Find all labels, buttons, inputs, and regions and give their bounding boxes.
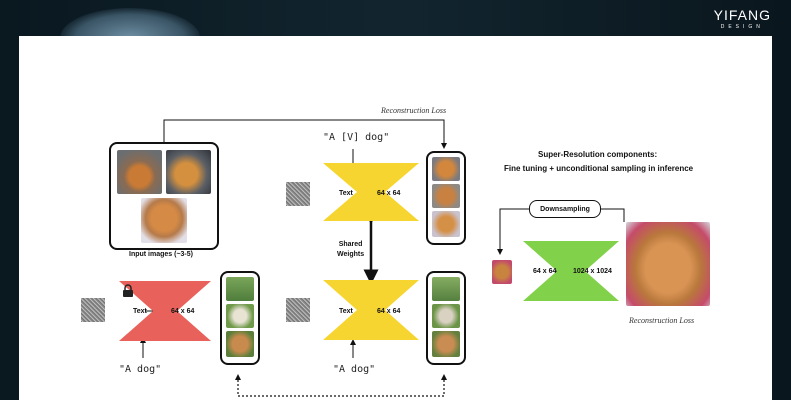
noise-top [286, 182, 310, 206]
input-images-frame [109, 142, 219, 250]
sr-model-out-res: 1024 x 1024 [573, 268, 612, 275]
output-bl-2 [226, 304, 254, 328]
input-image-3 [141, 198, 187, 243]
sr-subtitle: Fine tuning + unconditional sampling in … [504, 164, 694, 173]
dotted-connector [237, 376, 445, 397]
downsampling-box: Downsampling [529, 200, 601, 218]
slide: Input images (~3-5) Reconstruction Loss … [19, 36, 772, 400]
input-image-2 [166, 150, 211, 194]
prompt-a-dog-left: "A dog" [119, 364, 162, 375]
reconstruction-loss-line-top [163, 119, 447, 149]
frozen-model-text-label: Text [133, 308, 147, 315]
sr-model [523, 241, 619, 301]
reconstruction-loss-top-label: Reconstruction Loss [381, 106, 447, 115]
brand-logo: YIFANG DESIGN [714, 7, 771, 30]
output-bm-1 [432, 277, 460, 301]
frozen-model [119, 281, 211, 341]
output-bm-2 [432, 304, 460, 328]
downsampling-label: Downsampling [540, 205, 590, 213]
prompt-a-dog-mid: "A dog" [333, 364, 376, 375]
output-bl-1 [226, 277, 254, 301]
input-images-label: Input images (~3-5) [129, 251, 193, 258]
sr-input-small [492, 260, 512, 284]
output-top-2 [432, 184, 460, 208]
sr-title: Super-Resolution components: [538, 150, 658, 159]
output-bl-3 [226, 331, 254, 357]
model-top-text-label: Text [339, 190, 353, 197]
finetuned-model-bottom [323, 280, 419, 340]
output-frame-bottom-mid [426, 271, 466, 365]
prompt-v-dog: "A [V] dog" [323, 132, 390, 143]
output-frame-top [426, 151, 466, 245]
frozen-model-res-label: 64 x 64 [171, 308, 195, 315]
sr-output-image [626, 222, 710, 306]
downsampling-loop [500, 208, 625, 254]
reconstruction-loss-bottom-label: Reconstruction Loss [629, 316, 695, 325]
model-bottom-text-label: Text [339, 308, 353, 315]
output-frame-bottom-left [220, 271, 260, 365]
sr-model-in-res: 64 x 64 [533, 268, 557, 275]
lock-icon [123, 284, 133, 297]
input-image-1 [117, 150, 162, 194]
output-bm-3 [432, 331, 460, 357]
noise-bottom-left [81, 298, 105, 322]
finetuned-model-top [323, 163, 419, 221]
brand-tagline: DESIGN [720, 24, 764, 30]
brand-name: YIFANG [713, 7, 771, 23]
model-bottom-res-label: 64 x 64 [377, 308, 401, 315]
noise-bottom-mid [286, 298, 310, 322]
output-top-1 [432, 157, 460, 181]
shared-weights-label: Shared Weights [337, 241, 365, 258]
model-top-res-label: 64 x 64 [377, 190, 401, 197]
output-top-3 [432, 211, 460, 237]
